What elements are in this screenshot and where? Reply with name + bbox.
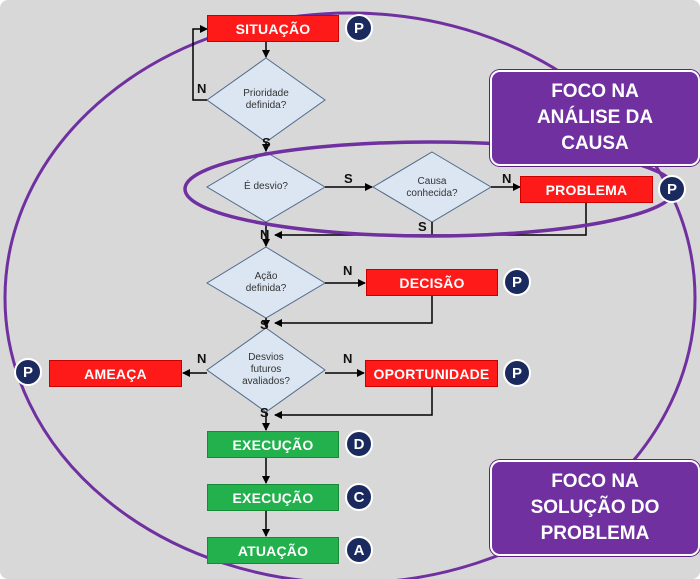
edge-label-no: N [197, 351, 207, 366]
badge-d-execucao: D [345, 430, 373, 458]
edge-decisao-merge [274, 296, 433, 327]
edge-prioridade-no-loop [192, 25, 208, 101]
node-oportunidade: OPORTUNIDADE [365, 360, 498, 387]
node-execucao-do: EXECUÇÃO [207, 431, 339, 458]
edge-label-yes: S [260, 405, 269, 420]
badge-c-execucao: C [345, 483, 373, 511]
node-atuacao: ATUAÇÃO [207, 537, 339, 564]
edge-label-no: N [260, 227, 270, 242]
node-situacao: SITUAÇÃO [207, 15, 339, 42]
node-ameaca: AMEAÇA [49, 360, 182, 387]
badge-p-ameaca: P [14, 358, 42, 386]
focus-solution-callout: FOCO NA SOLUÇÃO DO PROBLEMA [490, 460, 700, 556]
decision-text-prioridade: Prioridade definida? [243, 88, 289, 111]
badge-p-oportunidade: P [503, 359, 531, 387]
badge-a-atuacao: A [345, 536, 373, 564]
solution-focus-ellipse [3, 11, 697, 579]
edge-label-no: N [197, 81, 207, 96]
edge-label-no: N [502, 171, 512, 186]
edge-label-no: N [343, 351, 353, 366]
focus-analysis-callout: FOCO NA ANÁLISE DA CAUSA [490, 70, 700, 166]
decision-text-desvio: É desvio? [244, 181, 288, 192]
badge-p-problema: P [658, 175, 686, 203]
decision-text-acao: Ação definida? [245, 271, 287, 294]
node-decisao: DECISÃO [366, 269, 498, 296]
edge-label-yes: S [262, 135, 271, 150]
edge-label-yes: S [260, 317, 269, 332]
decision-text-causa: Causa conhecida? [406, 176, 458, 199]
badge-p-situacao: P [345, 14, 373, 42]
decision-text-desvios-futuros: Desvios futuros avaliados? [242, 352, 290, 387]
edge-label-yes: S [344, 171, 353, 186]
node-problema: PROBLEMA [520, 176, 653, 203]
edge-label-no: N [343, 263, 353, 278]
node-execucao-check: EXECUÇÃO [207, 484, 339, 511]
badge-p-decisao: P [503, 268, 531, 296]
edge-oportunidade-merge [274, 386, 433, 419]
edge-label-yes: S [418, 219, 427, 234]
